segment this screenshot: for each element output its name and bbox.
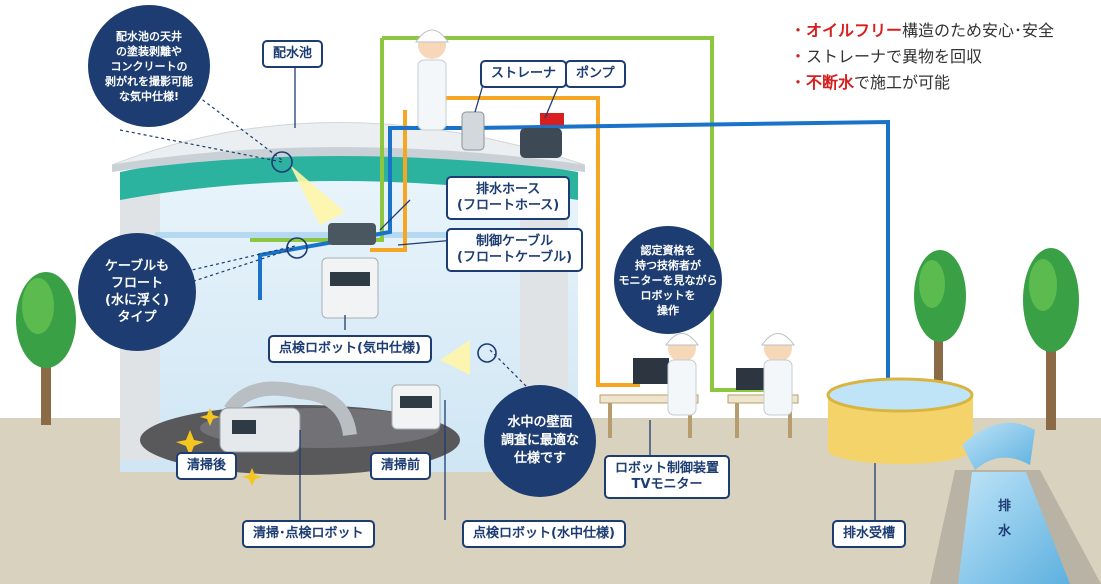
label-drain-hose: 排水ホース (フロートホース) bbox=[446, 176, 571, 220]
feature-oil-free: ・オイルフリー構造のため安心･安全 bbox=[790, 17, 1054, 41]
feature-highlight: オイルフリー bbox=[806, 21, 903, 40]
robot-water-illustration bbox=[391, 340, 470, 430]
bubble-technician-text: 認定資格を 持つ技術者が モニターを見ながら ロボットを 操作 bbox=[618, 243, 718, 317]
bubble-cable: ケーブルも フロート (水に浮く) タイプ bbox=[78, 233, 196, 351]
bubble-underwater: 水中の壁面 調査に最適な 仕様です bbox=[484, 385, 596, 497]
label-control-unit: ロボット制御装置 TVモニター bbox=[604, 455, 731, 499]
label-control-cable: 制御ケーブル (フロートケーブル) bbox=[446, 228, 584, 272]
pointer-circles bbox=[271, 151, 497, 363]
tree-right-2 bbox=[1023, 248, 1079, 430]
strainer-unit bbox=[461, 111, 485, 151]
tree-right-1 bbox=[914, 250, 966, 400]
label-drain-1: 排 bbox=[998, 499, 1012, 514]
pump-unit bbox=[520, 113, 564, 158]
feature-strainer: ・ストレーナで異物を回収 bbox=[790, 43, 982, 67]
feature-highlight: 不断水 bbox=[806, 73, 855, 92]
feature-text: 構造のため安心･安全 bbox=[902, 21, 1055, 40]
drain-channel bbox=[930, 422, 1101, 584]
sparkles bbox=[176, 408, 262, 486]
label-before-clean: 清掃前 bbox=[370, 452, 432, 480]
label-drain-2: 水 bbox=[998, 524, 1012, 539]
pipe-orange-2 bbox=[370, 110, 407, 252]
bullet-marker: ・ bbox=[790, 73, 807, 92]
bubble-technician: 認定資格を 持つ技術者が モニターを見ながら ロボットを 操作 bbox=[614, 226, 722, 334]
bubble-cable-text: ケーブルも フロート (水に浮く) タイプ bbox=[104, 259, 170, 325]
pipe-orange bbox=[425, 96, 640, 387]
bullet-marker: ・ bbox=[790, 47, 807, 66]
pipe-green-2 bbox=[250, 38, 384, 242]
worker-roof bbox=[415, 29, 449, 131]
pipe-blue-2 bbox=[258, 126, 470, 300]
label-robot-air: 点検ロボット(気中仕様) bbox=[268, 335, 432, 363]
feature-text: ストレーナで異物を回収 bbox=[806, 47, 983, 66]
label-pump: ポンプ bbox=[565, 60, 626, 88]
drain-tank-illustration bbox=[826, 377, 974, 464]
bubble-ceiling: 配水池の天井 の塗装剥離や コンクリートの 剥がれを撮影可能 な気中仕様! bbox=[88, 5, 210, 127]
label-strainer: ストレーナ bbox=[480, 60, 568, 88]
bubble-ceiling-text: 配水池の天井 の塗装剥離や コンクリートの 剥がれを撮影可能 な気中仕様! bbox=[105, 29, 193, 103]
label-robot-water: 点検ロボット(水中仕様) bbox=[462, 520, 626, 548]
feature-text: で施工が可能 bbox=[854, 73, 951, 92]
label-drain-tank: 排水受槽 bbox=[832, 520, 907, 548]
tree-left bbox=[16, 272, 76, 425]
label-cleaning-robot: 清掃･点検ロボット bbox=[242, 520, 375, 548]
pipe-blue bbox=[469, 119, 890, 410]
control-desk-left bbox=[599, 333, 699, 438]
feature-no-shutoff: ・不断水で施工が可能 bbox=[790, 69, 950, 93]
label-reservoir: 配水池 bbox=[262, 40, 324, 68]
robot-air-illustration bbox=[290, 165, 379, 319]
bubble-underwater-text: 水中の壁面 調査に最適な 仕様です bbox=[500, 415, 579, 466]
bullet-marker: ・ bbox=[790, 21, 807, 40]
label-after-clean: 清掃後 bbox=[176, 452, 238, 480]
control-desk-right bbox=[727, 333, 799, 438]
